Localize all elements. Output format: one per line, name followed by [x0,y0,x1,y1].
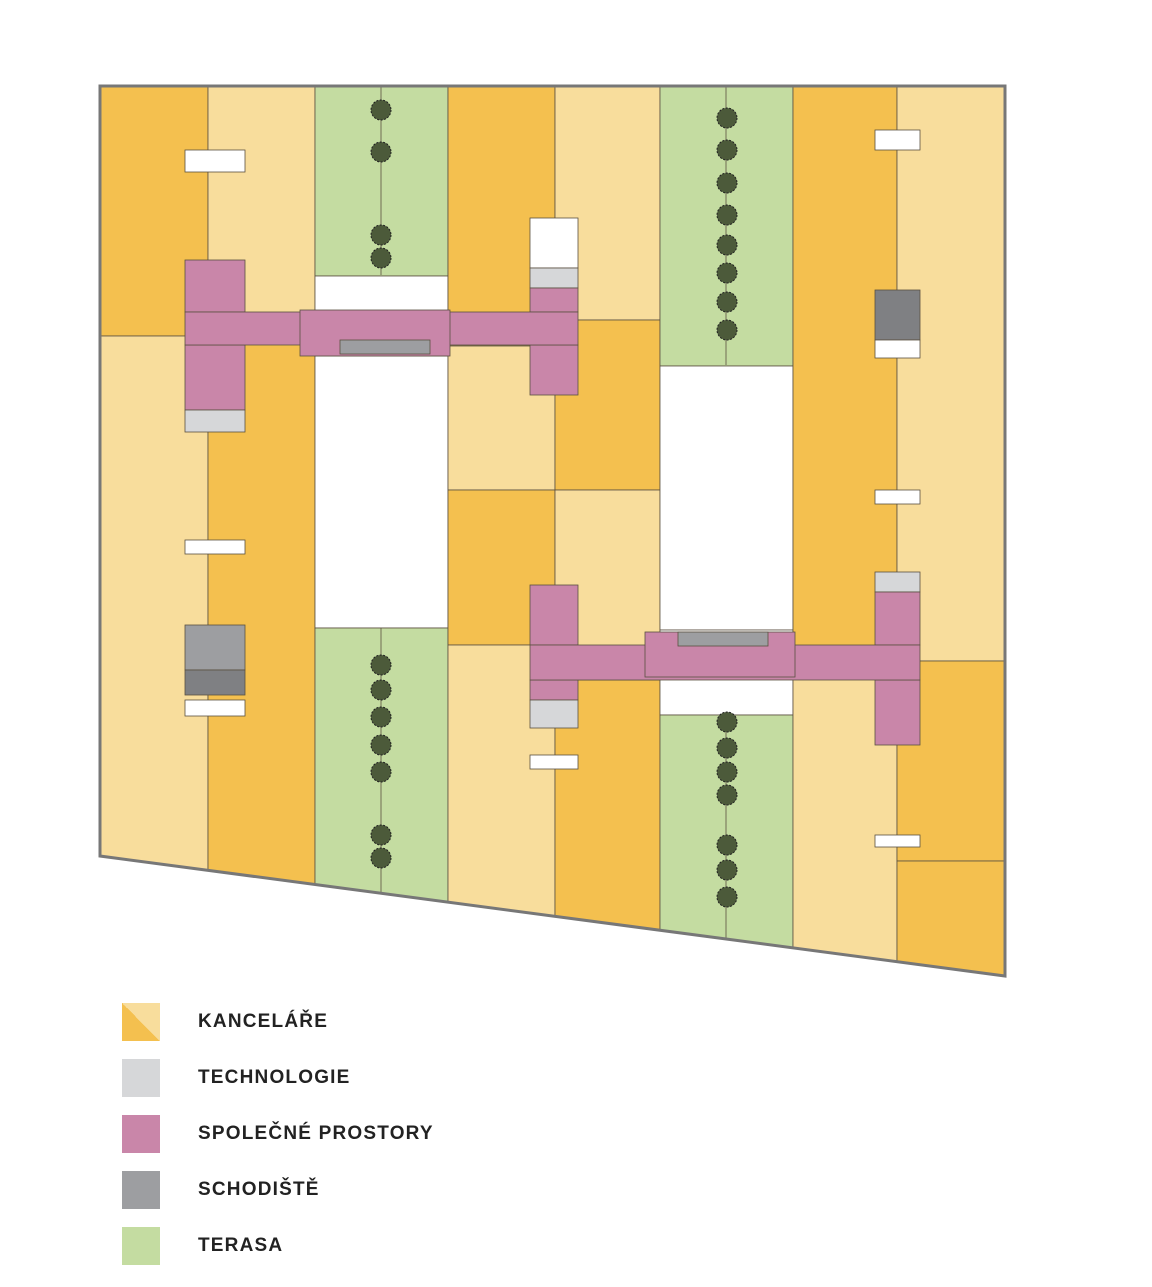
shaft-area [874,339,921,359]
technology-swatch [122,1059,160,1097]
legend-label: KANCELÁŘE [198,1011,329,1032]
restroom-area [529,344,579,396]
office-area [896,860,1005,976]
tree-icon [370,706,392,728]
legend-item-technology: TECHNOLOGIE [122,1050,434,1106]
tree-icon [716,139,738,161]
tree-icon [370,824,392,846]
tree-icon [716,859,738,881]
technology-area [184,409,246,433]
tree-icon [716,834,738,856]
legend-label: SCHODIŠTĚ [198,1179,320,1200]
restroom-area [529,584,579,646]
legend-item-common: SPOLEČNÉ PROSTORY [122,1106,434,1162]
common-swatch [122,1115,160,1153]
tree-icon [716,886,738,908]
stairs-area [184,669,246,696]
stairs-area [184,624,246,671]
tree-icon [370,679,392,701]
shaft-area [184,539,246,555]
legend-label: TERASA [198,1235,284,1256]
atrium-area [314,355,449,629]
shaft-area [184,149,246,173]
legend-item-terrace: TERASA [122,1218,434,1274]
stairs-swatch [122,1171,160,1209]
restroom-area [529,287,579,313]
tree-icon [716,319,738,341]
shaft-area [874,489,921,505]
tree-icon [716,204,738,226]
shaft-area [529,754,579,770]
tree-icon [370,247,392,269]
restroom-area [529,679,579,701]
tree-icon [716,291,738,313]
shaft-area [874,129,921,151]
shaft-area [529,217,579,269]
terrace-swatch [122,1227,160,1265]
building-outline [98,84,1007,978]
restroom-area [184,344,246,411]
shaft-area [184,699,246,717]
tree-icon [370,761,392,783]
technology-area [874,571,921,593]
legend-label: SPOLEČNÉ PROSTORY [198,1123,434,1144]
tree-icon [370,224,392,246]
restroom-area [874,591,921,646]
terrace-area [659,86,794,367]
office-area [792,86,898,662]
stairs-area [339,339,431,355]
tree-icon [370,847,392,869]
technology-area [529,699,579,729]
technology-area [529,267,579,289]
floor-plan [98,84,1007,978]
tree-icon [716,711,738,733]
office-area [896,86,1005,662]
tree-icon [716,262,738,284]
tree-icon [370,141,392,163]
shaft-area [874,834,921,848]
tree-icon [716,107,738,129]
tree-icon [370,99,392,121]
tree-icon [716,737,738,759]
tree-icon [716,761,738,783]
legend-label: TECHNOLOGIE [198,1067,351,1088]
stairs-area [874,289,921,341]
legend: KANCELÁŘE TECHNOLOGIE SPOLEČNÉ PROSTORY … [122,994,434,1274]
tree-icon [716,784,738,806]
legend-item-stairs: SCHODIŠTĚ [122,1162,434,1218]
tree-icon [716,234,738,256]
offices-swatch [122,1003,160,1041]
legend-item-offices: KANCELÁŘE [122,994,434,1050]
tree-icon [716,172,738,194]
restroom-area [184,259,246,313]
stairs-area [677,631,769,647]
atrium-area [659,365,794,631]
restroom-area [874,679,921,746]
tree-icon [370,654,392,676]
tree-icon [370,734,392,756]
